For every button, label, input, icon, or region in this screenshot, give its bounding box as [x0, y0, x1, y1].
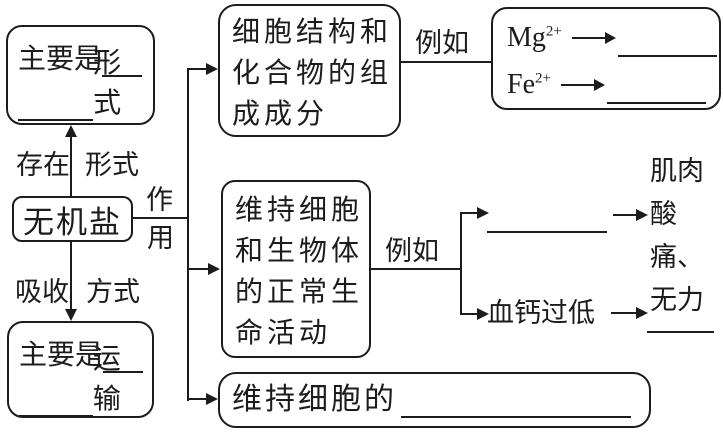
- maintain-example-line: [370, 268, 462, 270]
- exist-form-line1: 主要是: [18, 33, 147, 77]
- low-calcium-label: 血钙过低: [487, 298, 595, 328]
- exist-label: 存在: [16, 150, 70, 180]
- mg-ion-symbol: Mg2+: [507, 22, 562, 54]
- inorganic-salt-label: 无机盐: [23, 204, 122, 240]
- component-line-3: 成成分: [232, 99, 329, 130]
- exist-form-line1-text: 主要是: [18, 44, 103, 75]
- arrow-to-component-icon: [206, 63, 218, 75]
- fe-ion-text: Fe: [507, 68, 535, 100]
- maintain-line-4: 命活动: [235, 318, 332, 349]
- example-bracket-line: [460, 212, 462, 315]
- branch-bottom-arrow-line: [460, 313, 478, 315]
- fe-ion-charge: 2+: [535, 70, 551, 87]
- mg-blank: [617, 39, 717, 57]
- muscle-effect-line-3: 无力: [650, 285, 704, 315]
- ion-example-box: Mg2+ Fe2+: [491, 7, 721, 110]
- arrow-to-maintain-icon: [208, 263, 220, 275]
- absorb-transport-box: 主要是 运输: [7, 321, 154, 418]
- function-label-bottom: 用: [147, 223, 174, 253]
- example-label-1: 例如: [415, 28, 469, 58]
- exist-form-line2: 形式: [18, 48, 147, 121]
- component-box: 细胞结构和 化合物的组 成成分: [218, 4, 401, 137]
- exist-form-label: 形式: [85, 150, 139, 180]
- function-line: [133, 217, 189, 219]
- arrow-to-component-line: [187, 68, 207, 70]
- absorb-line2: 运输: [19, 344, 146, 417]
- component-line-2: 化合物的组: [232, 58, 393, 89]
- exist-form-blank1: [102, 43, 143, 77]
- exist-arrow-line: [70, 135, 72, 196]
- low-calcium-arrow-icon: [636, 307, 648, 319]
- absorb-line1: 主要是: [19, 329, 146, 373]
- fe-blank: [606, 86, 706, 104]
- absorb-line2-text: 运输: [92, 344, 121, 415]
- example-label-2: 例如: [385, 236, 439, 266]
- arrow-to-maintain-line: [187, 268, 209, 270]
- exist-form-blank2: [18, 87, 94, 121]
- maintain-line-2: 和生物体: [235, 236, 364, 267]
- branch-bottom-arrow-icon: [477, 308, 489, 320]
- arrow-to-osmotic-line: [187, 398, 207, 400]
- exist-form-box: 主要是 形式: [6, 25, 155, 125]
- mg-row: Mg2+: [493, 14, 719, 61]
- absorb-arrow-down-icon: [65, 309, 77, 321]
- absorb-blank2: [19, 383, 93, 417]
- absorb-blank1: [103, 339, 144, 373]
- fe-arrow-icon: [560, 78, 605, 91]
- branch-top-blank: [487, 231, 607, 233]
- absorb-line1-text: 主要是: [19, 340, 104, 371]
- muscle-arrow-icon: [636, 209, 648, 221]
- fe-row: Fe2+: [493, 61, 719, 108]
- arrow-to-osmotic-icon: [206, 393, 218, 405]
- low-calcium-blank: [647, 331, 714, 333]
- maintain-line-1: 维持细胞: [235, 195, 364, 226]
- mg-ion-charge: 2+: [545, 23, 562, 40]
- inorganic-salt-box: 无机盐: [12, 196, 133, 242]
- branch-top-arrow-line: [460, 212, 478, 214]
- function-bracket-line: [187, 68, 189, 401]
- function-label-top: 作: [146, 185, 173, 215]
- muscle-arrow-line: [613, 214, 637, 216]
- muscle-effect-text: 肌肉 酸痛、 无力: [650, 150, 723, 322]
- muscle-effect-line-1: 肌肉: [650, 156, 704, 186]
- absorb-way-label: 方式: [86, 277, 140, 307]
- osmotic-prefix: 维持细胞的: [232, 383, 397, 416]
- osmotic-blank: [401, 386, 631, 418]
- osmotic-box: 维持细胞的: [218, 372, 651, 428]
- component-line-1: 细胞结构和: [232, 17, 393, 48]
- low-calcium-arrow-line: [611, 312, 637, 314]
- branch-top-arrow-icon: [477, 207, 489, 219]
- maintain-line-3: 的正常生: [235, 277, 364, 308]
- mg-arrow-icon: [571, 31, 616, 44]
- exist-arrow-up-icon: [65, 125, 77, 137]
- component-example-line: [400, 61, 491, 63]
- muscle-effect-line-2: 酸痛、: [650, 199, 704, 272]
- absorb-label: 吸收: [15, 277, 69, 307]
- exist-form-line2-text: 形式: [93, 48, 122, 119]
- absorb-arrow-line: [70, 242, 72, 312]
- mg-ion-text: Mg: [507, 21, 546, 53]
- maintain-box: 维持细胞 和生物体 的正常生 命活动: [221, 180, 371, 358]
- fe-ion-symbol: Fe2+: [507, 69, 551, 101]
